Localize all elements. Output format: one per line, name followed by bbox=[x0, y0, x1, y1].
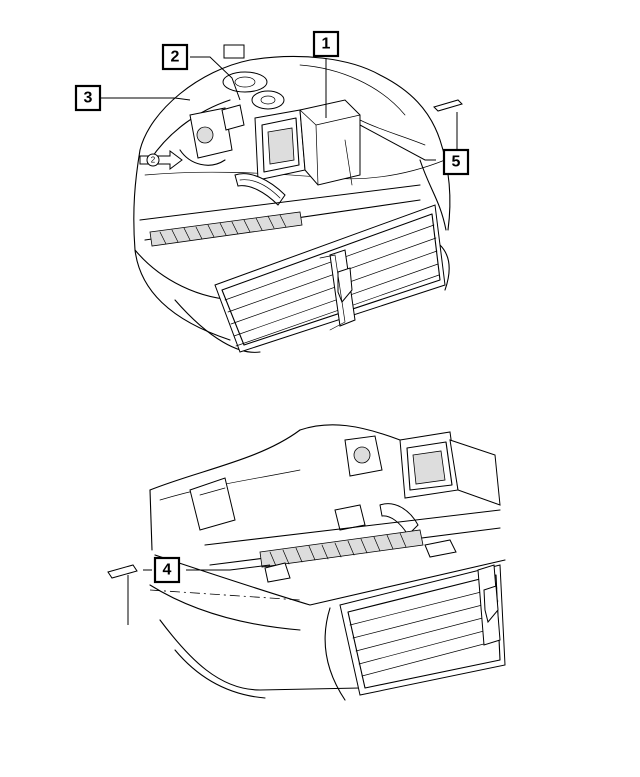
radiator-fins-bottom bbox=[269, 532, 407, 567]
arrow-marker-2: 2 bbox=[139, 150, 183, 170]
callout-2: 2 bbox=[161, 43, 189, 71]
decal-label-5 bbox=[433, 99, 463, 112]
grille-top bbox=[214, 204, 446, 353]
callout-1: 1 bbox=[312, 30, 340, 58]
decal-label-2 bbox=[223, 44, 245, 59]
top-engine-bay-view: 2 bbox=[133, 56, 451, 353]
grille-bottom bbox=[339, 564, 506, 696]
callout-3-label: 3 bbox=[84, 90, 93, 107]
callout-1-label: 1 bbox=[322, 36, 331, 53]
radiator-fins-top bbox=[159, 214, 287, 245]
callout-5-label: 5 bbox=[452, 154, 461, 171]
callout-4: 4 bbox=[153, 556, 181, 584]
decal-label-4 bbox=[107, 564, 138, 579]
callout-5: 5 bbox=[442, 148, 470, 176]
arrow-marker-label: 2 bbox=[151, 156, 156, 165]
bottom-front-view bbox=[149, 424, 506, 701]
callout-3: 3 bbox=[74, 84, 102, 112]
callout-4-label: 4 bbox=[163, 562, 172, 579]
callout-2-label: 2 bbox=[171, 49, 180, 66]
